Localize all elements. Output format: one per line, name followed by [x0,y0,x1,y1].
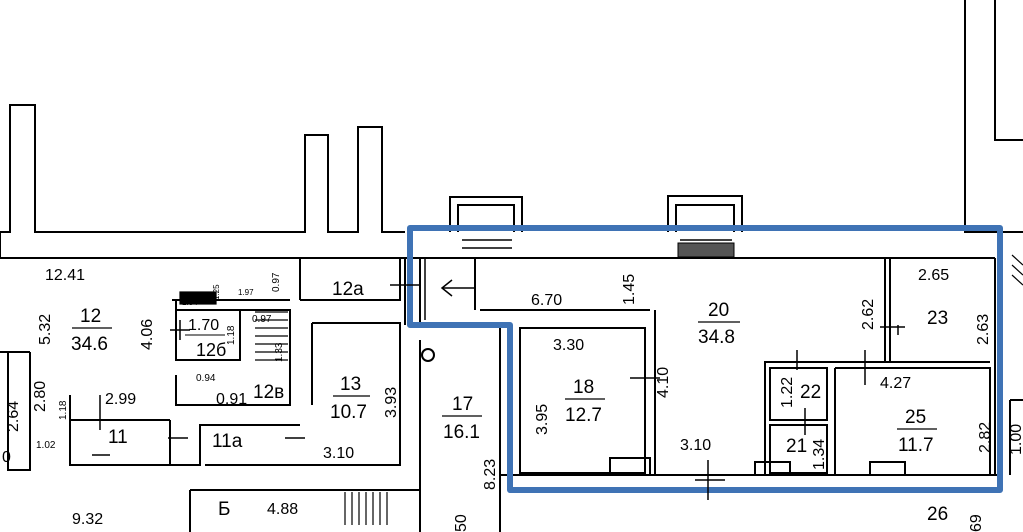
dim-2-65: 2.65 [918,267,949,284]
dim-1-00: 1.00 [1008,424,1023,455]
room-18-number: 18 [573,377,594,398]
dim-5-32: 5.32 [37,314,54,345]
dim-2-80: 2.80 [32,381,49,412]
dim-1-22: 1.22 [779,377,796,408]
room-26-number: 26 [927,504,948,525]
dim-6-70: 6.70 [531,292,562,309]
dim-0-97-top: 0.97 [271,272,282,292]
room-25-number: 25 [905,407,926,428]
dim-2-64: 2.64 [5,401,22,432]
hatched-block [677,242,735,258]
dim-3-10-left: 3.10 [323,445,354,462]
dim-0: 0 [2,449,11,466]
room-13-number: 13 [340,374,361,395]
dim-1-18-left: 1.18 [58,400,69,420]
room-25-area: 11.7 [898,435,934,456]
dim-1-33: 1.33 [274,342,285,362]
room-12b-number: 12б [196,340,226,360]
dim-2-82: 2.82 [977,422,994,453]
dim-1-04: 1.04 [182,298,198,307]
dim-12-41: 12.41 [45,267,85,284]
corridor-arrow [424,258,475,320]
dimension-labels: 12.41 5.32 4.06 0.97 1.97 1.04 1.25 0.97… [2,267,1023,532]
stairs [179,254,1023,525]
room-12-number: 12 [80,306,101,327]
room-12a-number: 12а [332,279,364,300]
room-13-area: 10.7 [330,402,367,423]
dim-1-34: 1.34 [811,439,828,470]
dim-0-91: 0.91 [216,391,247,408]
dim-1-02: 1.02 [36,440,56,451]
dim-4-88: 4.88 [267,501,298,518]
dim-3-30: 3.30 [553,337,584,354]
room-12b-dim: 1.70 [188,317,219,334]
dim-2-62: 2.62 [860,299,877,330]
dim-1-97: 1.97 [238,288,254,297]
room-b-number: Б [218,499,230,520]
dim-0-97-stair: 0.97 [252,314,272,325]
room-17-area: 16.1 [443,422,480,443]
room-17-number: 17 [452,394,473,415]
dim-4-06: 4.06 [139,319,156,350]
dim-0-94: 0.94 [196,373,216,384]
room-11-number: 11 [108,427,128,448]
room-23-number: 23 [927,308,948,329]
highlighted-area-outline [407,225,1003,493]
dim-2-99: 2.99 [105,391,136,408]
dim-69: 69 [968,514,985,532]
room-11a-number: 11а [212,431,243,452]
dim-4-10: 4.10 [655,367,672,398]
room-12-area: 34.6 [71,334,108,355]
dim-2-63: 2.63 [975,314,992,345]
room-22-number: 22 [800,382,821,403]
dim-50: 50 [453,514,470,532]
dim-3-95: 3.95 [534,404,551,435]
dim-8-23: 8.23 [482,459,499,490]
room-20-number: 20 [708,300,729,321]
room-20-area: 34.8 [698,327,735,348]
window-marks [462,239,732,249]
dim-4-27: 4.27 [880,375,911,392]
dim-9-32: 9.32 [72,511,103,528]
room-21-number: 21 [786,436,807,457]
dim-3-93: 3.93 [383,387,400,418]
door-ticks [92,284,905,500]
dim-1-18-b: 1.18 [226,325,237,345]
room-12v-number: 12в [253,382,284,403]
room-labels: 12 34.6 12а 1.70 12б 12в 13 10.7 17 16.1… [71,279,948,525]
room-18-area: 12.7 [565,405,602,426]
dim-1-25: 1.25 [212,284,221,300]
dim-3-10-room20: 3.10 [680,437,711,454]
highlight-outline [407,225,1003,493]
dim-1-45: 1.45 [621,274,638,305]
